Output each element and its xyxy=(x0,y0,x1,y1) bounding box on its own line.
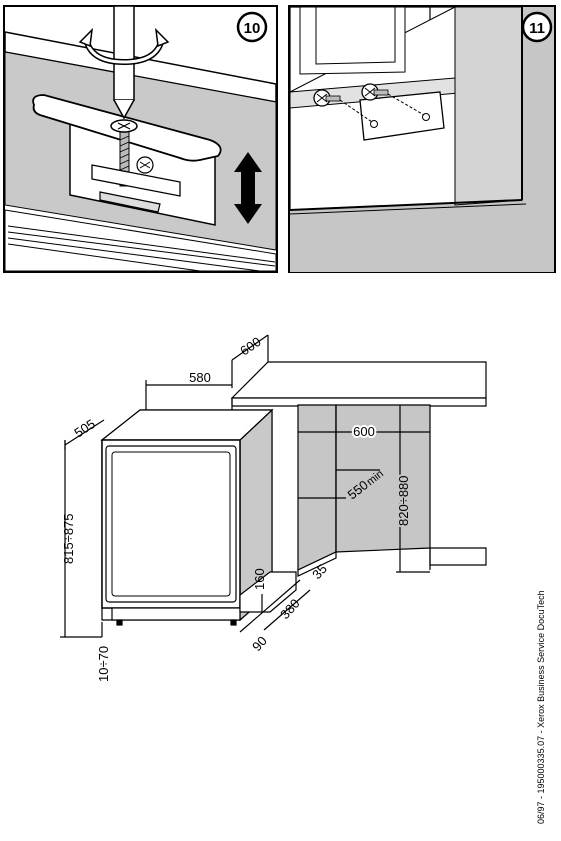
dim-plinth-front: 90 xyxy=(249,633,270,654)
panel-11-number: 11 xyxy=(529,20,545,37)
rotate-arrow-left-icon xyxy=(78,27,94,48)
dim-side-depth: 505 xyxy=(71,416,97,440)
dim-foot-height: 10÷70 xyxy=(96,646,111,682)
screwdriver-icon xyxy=(113,5,135,101)
screw-icon xyxy=(361,83,389,101)
panel-10-badge xyxy=(236,11,268,43)
dim-plinth-gap: 160 xyxy=(252,568,267,590)
document-footer: 06/97 - 195000335.07 - Xerox Business Se… xyxy=(536,590,546,824)
up-down-arrow-icon xyxy=(234,152,262,224)
dim-top-width: 580 xyxy=(189,370,211,385)
mounting-bracket xyxy=(359,91,445,141)
dim-niche-width: 600 xyxy=(353,424,375,439)
dim-niche-height: 820÷880 xyxy=(396,475,411,526)
dim-top-depth: 600 xyxy=(237,334,263,359)
dimension-drawing xyxy=(60,334,487,638)
dim-appliance-height: 815÷875 xyxy=(61,513,76,564)
panel-10-number: 10 xyxy=(244,20,261,37)
panel-11: 11 xyxy=(288,5,556,273)
panel-10: 10 xyxy=(3,5,278,273)
rotate-arrow-right-icon xyxy=(154,27,170,48)
screw-icon xyxy=(313,89,341,107)
panel-11-badge xyxy=(521,11,553,43)
